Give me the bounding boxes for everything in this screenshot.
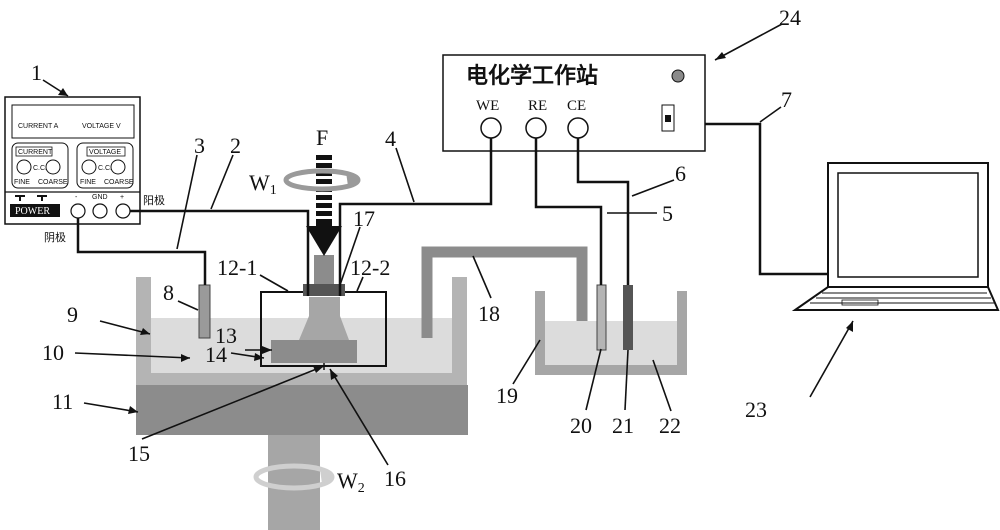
label-14: 14 bbox=[205, 342, 227, 367]
label-18: 18 bbox=[478, 301, 500, 326]
label-5: 5 bbox=[662, 201, 673, 226]
spindle bbox=[314, 255, 334, 284]
counter-electrode bbox=[623, 285, 633, 350]
coarse-right-label: COARSE bbox=[104, 179, 134, 186]
part-number-labels: 1 2 3 4 5 6 7 8 9 10 11 12-1 12-2 13 14 … bbox=[31, 5, 801, 491]
anode-label: 阳极 bbox=[143, 193, 165, 207]
gnd-terminal[interactable] bbox=[92, 203, 108, 219]
label-21: 21 bbox=[612, 413, 634, 438]
wires bbox=[76, 122, 828, 296]
label-23: 23 bbox=[745, 397, 767, 422]
label-11: 11 bbox=[52, 389, 73, 414]
voltage-display-label: VOLTAGE V bbox=[82, 123, 121, 130]
electrochemical-workstation: 电化学工作站 WE RE CE bbox=[442, 54, 706, 152]
cell-electrolyte bbox=[540, 321, 683, 373]
label-12-2: 12-2 bbox=[350, 255, 390, 280]
voltage-fine-knob[interactable] bbox=[81, 159, 97, 175]
power-button-label: POWER bbox=[15, 206, 50, 217]
salt-bridge bbox=[421, 246, 588, 340]
main-tank bbox=[136, 277, 468, 530]
label-24: 24 bbox=[779, 5, 801, 30]
power-supply: CURRENT A VOLTAGE V CURRENT VOLTAGE C.C.… bbox=[4, 96, 141, 225]
fine-right-label: FINE bbox=[80, 179, 96, 186]
we-port-label: WE bbox=[476, 98, 499, 114]
laptop-screen bbox=[837, 172, 979, 278]
re-port[interactable] bbox=[525, 117, 547, 139]
fine-left-label: FINE bbox=[14, 179, 30, 186]
label-4: 4 bbox=[385, 126, 396, 151]
power-button[interactable] bbox=[10, 204, 60, 217]
label-13: 13 bbox=[215, 323, 237, 348]
label-15: 15 bbox=[128, 441, 150, 466]
minus-label: - bbox=[75, 194, 78, 201]
voltage-button[interactable] bbox=[86, 146, 126, 157]
rotation-w1: W1 bbox=[249, 168, 361, 198]
gnd-label: GND bbox=[92, 194, 108, 201]
rotating-base bbox=[136, 385, 468, 435]
label-6: 6 bbox=[675, 161, 686, 186]
rotation-w2: W2 bbox=[253, 463, 365, 496]
tool-holder bbox=[299, 297, 349, 340]
reference-electrode bbox=[596, 284, 607, 351]
workstation-title: 电化学工作站 bbox=[466, 63, 598, 89]
tank-wall bbox=[136, 277, 467, 385]
current-button[interactable] bbox=[15, 146, 53, 157]
status-led bbox=[671, 69, 685, 83]
label-8: 8 bbox=[163, 280, 174, 305]
tool-head bbox=[260, 255, 387, 370]
label-10: 10 bbox=[42, 340, 64, 365]
voltage-button-label: VOLTAGE bbox=[89, 149, 121, 156]
label-16: 16 bbox=[384, 466, 406, 491]
cell-wall bbox=[535, 291, 687, 375]
leader-lines bbox=[42, 23, 854, 466]
insulator-17 bbox=[303, 284, 345, 296]
label-19: 19 bbox=[496, 383, 518, 408]
we-port[interactable] bbox=[480, 117, 502, 139]
plus-label: + bbox=[120, 194, 124, 201]
current-fine-knob[interactable] bbox=[16, 159, 32, 175]
current-display-label: CURRENT A bbox=[18, 123, 59, 130]
current-coarse-knob[interactable] bbox=[45, 159, 61, 175]
label-7: 7 bbox=[781, 87, 792, 112]
electrode-8 bbox=[198, 284, 211, 339]
voltage-coarse-knob[interactable] bbox=[110, 159, 126, 175]
w2-label: W2 bbox=[337, 468, 365, 496]
re-port-label: RE bbox=[528, 98, 547, 114]
label-1: 1 bbox=[31, 60, 42, 85]
label-3: 3 bbox=[194, 133, 205, 158]
label-9: 9 bbox=[67, 302, 78, 327]
coarse-left-label: COARSE bbox=[38, 179, 68, 186]
ce-port-label: CE bbox=[567, 98, 586, 114]
reference-cell bbox=[535, 284, 687, 375]
cathode-label: 阴极 bbox=[44, 230, 66, 244]
label-22: 22 bbox=[659, 413, 681, 438]
negative-terminal[interactable] bbox=[70, 203, 86, 219]
rotating-shaft bbox=[268, 432, 320, 530]
cc-right-label: C.C. bbox=[98, 165, 112, 172]
positive-terminal[interactable] bbox=[115, 203, 131, 219]
force-label: F bbox=[316, 125, 328, 150]
label-17: 17 bbox=[353, 206, 375, 231]
current-button-label: CURRENT bbox=[18, 149, 53, 156]
ce-port[interactable] bbox=[567, 117, 589, 139]
laptop-computer bbox=[791, 162, 1000, 311]
label-2: 2 bbox=[230, 133, 241, 158]
workpiece-13 bbox=[271, 340, 357, 363]
label-12-1: 12-1 bbox=[217, 255, 257, 280]
label-20: 20 bbox=[570, 413, 592, 438]
cc-left-label: C.C. bbox=[33, 165, 47, 172]
w1-label: W1 bbox=[249, 170, 277, 198]
